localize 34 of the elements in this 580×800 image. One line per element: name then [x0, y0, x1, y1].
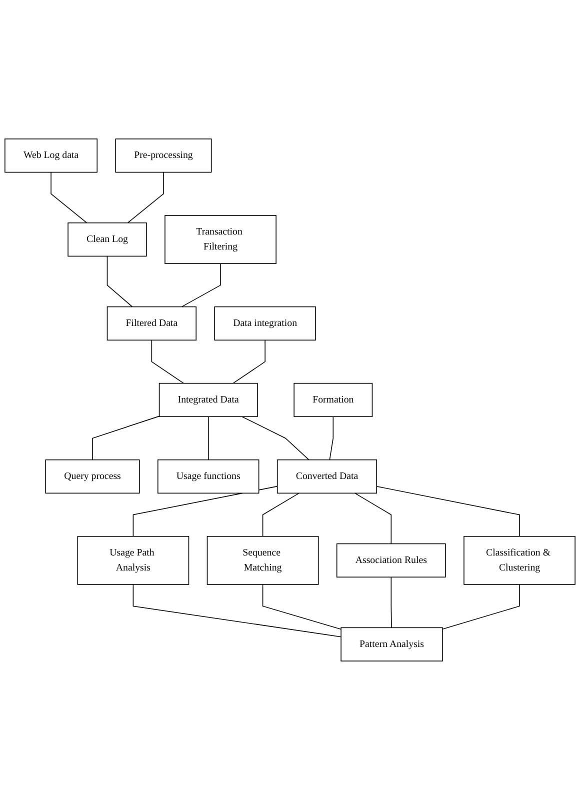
connector	[329, 416, 334, 460]
connector	[354, 492, 392, 544]
node-box: Integrated Data	[158, 382, 258, 418]
node-box: Data integration	[214, 306, 316, 341]
node-box: Classification & Clustering	[464, 536, 576, 585]
node-box: Usage functions	[158, 459, 260, 494]
connector	[442, 584, 520, 630]
node-box: Usage Path Analysis	[77, 536, 190, 585]
connector	[92, 416, 160, 460]
connector	[242, 416, 310, 460]
connector	[151, 340, 184, 384]
connector	[106, 256, 133, 308]
node-box: Association Rules	[336, 543, 446, 578]
connector	[376, 486, 520, 537]
connector	[262, 492, 300, 537]
node-box: Filtered Data	[106, 306, 196, 341]
connector	[232, 340, 266, 384]
connector	[181, 263, 221, 308]
node-box: Sequence Matching	[206, 536, 319, 585]
node-box: Clean Log	[68, 222, 147, 257]
node-box: Pattern Analysis	[340, 627, 443, 662]
node-box: Web Log data	[4, 138, 98, 173]
connector	[262, 584, 342, 630]
connector	[132, 486, 278, 537]
node-box: Query process	[45, 459, 140, 494]
node-box: Transaction Filtering	[164, 215, 276, 264]
connector	[390, 576, 392, 628]
node-box: Pre-processing	[115, 138, 212, 173]
connector	[50, 172, 88, 224]
connector	[127, 172, 164, 224]
node-box: Formation	[294, 382, 373, 418]
connector	[208, 416, 209, 460]
connector	[132, 584, 342, 638]
node-box: Converted Data	[276, 459, 377, 494]
